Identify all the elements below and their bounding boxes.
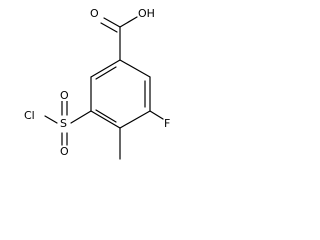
chlorine-label: Cl — [24, 109, 35, 122]
bond-carboxyl-to-oh — [119, 16, 138, 28]
ring-bond-c4-c5 — [90, 110, 121, 129]
sulfur-label: S — [60, 117, 67, 130]
bond-ring-to-sulfur — [70, 110, 92, 124]
ring-bond-c6-c1 — [90, 59, 121, 78]
ring-bond-c3-c4 — [119, 110, 151, 129]
hydroxyl-label: OH — [138, 7, 155, 20]
ring-double-bond-inner-2 — [95, 109, 117, 123]
bond-drawing — [44, 16, 164, 160]
structure-diagram: O OH O S Cl O F — [0, 0, 194, 191]
bond-sulfur-to-chlorine — [44, 115, 58, 124]
carboxyl-oxygen-label: O — [90, 7, 99, 20]
fluorine-label: F — [164, 117, 171, 130]
sulfonyl-oxygen-bottom-label: O — [60, 145, 69, 158]
ring-double-bond-inner-3 — [95, 66, 117, 80]
ring-bond-c1-c2 — [119, 59, 151, 78]
bond-ring-to-fluorine — [149, 110, 164, 120]
sulfonyl-oxygen-top-label: O — [60, 89, 69, 102]
carbonyl-double-bond-a — [103, 17, 121, 28]
carbonyl-double-bond-b — [100, 22, 118, 33]
